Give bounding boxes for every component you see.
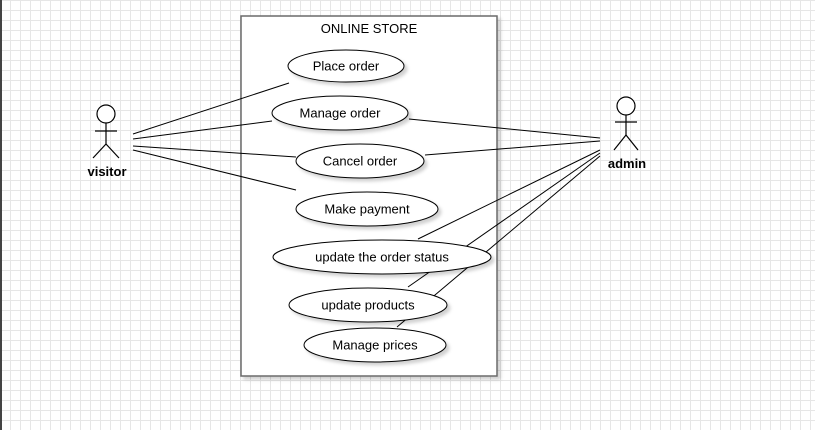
assoc-admin-update-order-status[interactable] xyxy=(417,149,601,240)
assoc-admin-cancel-order[interactable] xyxy=(424,140,601,156)
actor-leg-icon xyxy=(613,134,627,151)
use-case-update-order-status[interactable]: update the order status xyxy=(272,239,492,275)
actor-head-icon xyxy=(96,104,116,124)
use-case-label: Manage prices xyxy=(332,338,418,353)
actor-leg-icon xyxy=(625,134,639,151)
actor-admin-label: admin xyxy=(608,156,646,171)
use-case-label: update products xyxy=(321,298,415,313)
assoc-visitor-place-order[interactable] xyxy=(132,82,290,135)
actor-head-icon xyxy=(616,96,636,116)
actor-visitor[interactable] xyxy=(92,104,120,159)
actor-visitor-label: visitor xyxy=(87,164,126,179)
assoc-visitor-cancel-order[interactable] xyxy=(132,145,297,158)
actor-leg-icon xyxy=(92,143,107,159)
use-case-cancel-order[interactable]: Cancel order xyxy=(295,143,425,179)
use-case-place-order[interactable]: Place order xyxy=(287,49,405,83)
use-case-make-payment[interactable]: Make payment xyxy=(295,191,439,227)
associations xyxy=(132,82,601,328)
actor-leg-icon xyxy=(105,143,120,159)
use-case-label: update the order status xyxy=(315,250,449,265)
use-case-label: Place order xyxy=(313,59,380,74)
use-case-manage-prices[interactable]: Manage prices xyxy=(303,327,447,363)
system-title: ONLINE STORE xyxy=(321,21,418,36)
assoc-admin-manage-order[interactable] xyxy=(408,118,601,139)
use-case-label: Cancel order xyxy=(323,154,398,169)
use-case-manage-order[interactable]: Manage order xyxy=(271,95,409,131)
assoc-visitor-make-payment[interactable] xyxy=(132,149,297,191)
canvas-left-border xyxy=(0,0,2,430)
use-case-label: Make payment xyxy=(324,202,410,217)
use-case-update-products[interactable]: update products xyxy=(288,287,448,323)
assoc-visitor-manage-order[interactable] xyxy=(132,120,273,140)
use-case-label: Manage order xyxy=(300,106,382,121)
actor-admin[interactable] xyxy=(613,96,639,151)
